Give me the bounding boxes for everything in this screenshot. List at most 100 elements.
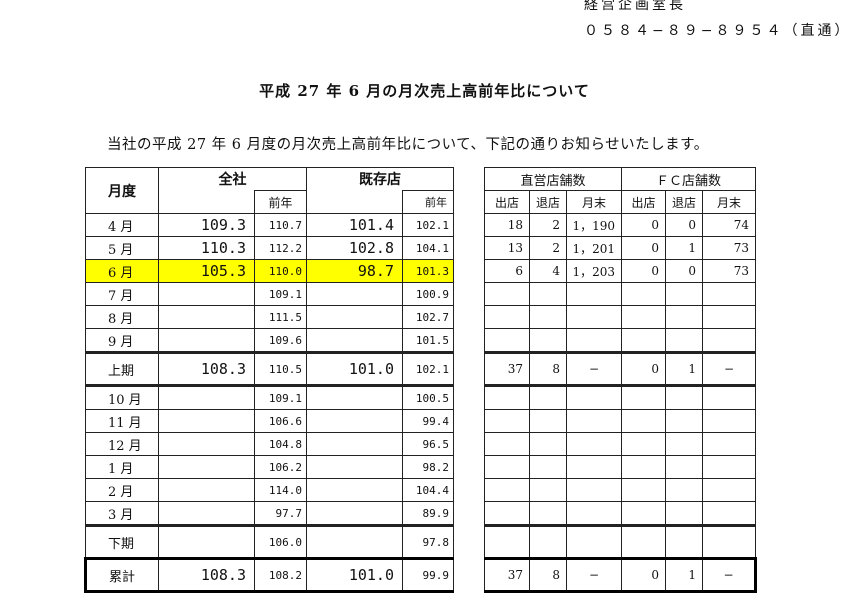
all-company-value: [158, 432, 255, 456]
fc-opened: 0: [621, 236, 666, 260]
fc-month-end: [702, 478, 756, 502]
existing-value: [306, 478, 403, 502]
existing-value: [306, 455, 403, 479]
existing-value: 101.0: [306, 351, 403, 386]
column-gap: [454, 559, 485, 592]
fc-month-end: [702, 455, 756, 479]
direct-opened: [484, 455, 530, 479]
existing-prev-year: 101.3: [402, 259, 454, 283]
fc-closed: 1: [665, 236, 703, 260]
existing-prev-year: 102.1: [402, 351, 454, 386]
direct-opened: 18: [484, 213, 530, 237]
all-company-value: [158, 409, 255, 433]
month-label: 下期: [85, 524, 159, 559]
all-company-value: [158, 305, 255, 329]
direct-month-end: [566, 384, 622, 410]
fc-opened: [621, 524, 666, 559]
fc-closed: 1: [665, 557, 703, 593]
fc-opened: [621, 282, 666, 306]
direct-month-end: [566, 501, 622, 526]
existing-prev-year: 98.2: [402, 455, 454, 479]
existing-prev-year: 99.9: [402, 557, 454, 593]
existing-prev-year: 96.5: [402, 432, 454, 456]
column-gap: [454, 168, 485, 214]
direct-closed: [529, 282, 567, 306]
existing-value: [306, 409, 403, 433]
all-company-prev-year: 111.5: [254, 305, 307, 329]
direct-month-end: 1，201: [566, 236, 622, 260]
direct-opened: [484, 478, 530, 502]
column-gap: [454, 502, 485, 526]
all-company-prev-year: 106.2: [254, 455, 307, 479]
direct-month-end: [566, 478, 622, 502]
all-company-value: 105.3: [158, 259, 255, 283]
column-gap: [454, 260, 485, 283]
month-label: 7 月: [85, 282, 159, 306]
direct-month-end: −: [566, 351, 622, 386]
fc-closed: 0: [665, 213, 703, 237]
fc-closed: [665, 384, 703, 410]
all-company-value: [158, 328, 255, 353]
month-label: 上期: [85, 351, 159, 386]
existing-prev-year: 104.4: [402, 478, 454, 502]
column-gap: [454, 214, 485, 237]
column-gap: [454, 353, 485, 386]
existing-value: 98.7: [306, 259, 403, 283]
fc-month-end: [702, 524, 756, 559]
direct-opened: 13: [484, 236, 530, 260]
direct-month-end: [566, 282, 622, 306]
fc-opened: 0: [621, 259, 666, 283]
intro-text: 当社の平成 27 年 6 月度の月次売上高前年比について、下記の通りお知らせいた…: [107, 137, 709, 153]
fc-closed: [665, 328, 703, 353]
direct-month-end: [566, 409, 622, 433]
all-company-prev-year: 109.1: [254, 282, 307, 306]
column-gap: [454, 456, 485, 479]
column-gap: [454, 386, 485, 410]
month-label: 累計: [84, 557, 159, 593]
direct-opened: [484, 432, 530, 456]
all-company-value: [158, 524, 255, 559]
direct-month-end: [566, 305, 622, 329]
direct-opened: 37: [484, 351, 530, 386]
all-company-prev-year: 106.0: [254, 524, 307, 559]
direct-month-end: 1，190: [566, 213, 622, 237]
col-header-direct-stores: 直営店舗数: [484, 167, 622, 191]
fc-month-end: [702, 409, 756, 433]
fc-month-end: [702, 305, 756, 329]
col-header-existing-stores: 既存店: [306, 167, 454, 191]
col-header-direct-month-end: 月末: [566, 190, 622, 214]
month-label: 5 月: [85, 236, 159, 260]
phone-number: ０５８４−８９−８９５４（直通）: [584, 23, 849, 39]
fc-opened: 0: [621, 213, 666, 237]
fc-opened: [621, 305, 666, 329]
existing-prev-year: 100.9: [402, 282, 454, 306]
column-gap: [454, 237, 485, 260]
col-header-fc-closed: 退店: [665, 190, 703, 214]
direct-closed: 4: [529, 259, 567, 283]
month-label: 10 月: [85, 384, 159, 410]
fc-opened: [621, 501, 666, 526]
month-label: 9 月: [85, 328, 159, 353]
direct-closed: [529, 455, 567, 479]
fc-closed: [665, 455, 703, 479]
fc-month-end: [702, 384, 756, 410]
direct-closed: [529, 501, 567, 526]
all-company-value: [158, 282, 255, 306]
col-header-fc-month-end: 月末: [702, 190, 756, 214]
existing-value: [306, 432, 403, 456]
direct-opened: [484, 524, 530, 559]
table-row: 7 月 109.1 100.9: [85, 282, 756, 306]
department-title: 経営企画室長: [584, 0, 686, 13]
direct-month-end: [566, 432, 622, 456]
all-company-prev-year: 110.7: [254, 213, 307, 237]
header-spacer: [158, 190, 255, 214]
direct-month-end: [566, 328, 622, 353]
all-company-prev-year: 97.7: [254, 501, 307, 526]
